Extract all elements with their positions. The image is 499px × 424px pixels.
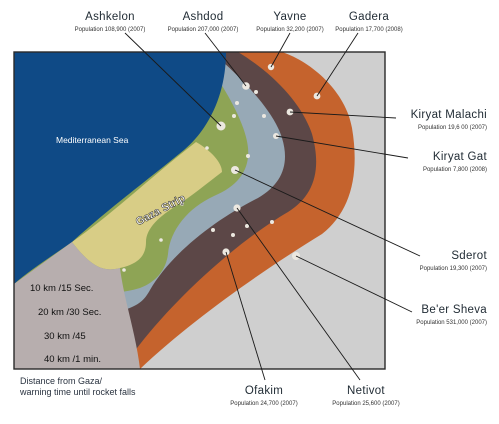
legend-line-1: Distance from Gaza/ xyxy=(20,376,103,386)
city-name: Kiryat Malachi xyxy=(410,109,487,121)
gaza-strip xyxy=(72,142,222,270)
city-population: Population 24,700 (2007) xyxy=(230,400,298,407)
ofakim-leader xyxy=(225,251,266,381)
city-name: Ashkelon xyxy=(85,11,135,23)
kiryat-gat-leader xyxy=(275,135,409,159)
town-dot xyxy=(122,268,126,272)
city-population: Population 17,700 (2008) xyxy=(335,26,403,33)
town-dot xyxy=(231,233,235,237)
city-label-netivot: Netivot Population 25,600 (2007) xyxy=(332,385,400,407)
town-dot xyxy=(180,202,184,206)
sea-label: Mediterranean Sea xyxy=(56,135,129,145)
legend-line-2: warning time until rocket falls xyxy=(20,387,136,398)
band-label-40km: 40 km /1 min. xyxy=(44,354,102,365)
band-label-20km: 20 km /30 Sec. xyxy=(38,307,102,318)
beer-sheva-leader xyxy=(295,255,413,313)
city-name: Ofakim xyxy=(244,385,284,397)
sderot-leader xyxy=(234,169,421,257)
city-name: Gadera xyxy=(348,11,390,23)
city-population: Population 19,300 (2007) xyxy=(419,265,487,272)
kiryat-malachi-leader xyxy=(289,111,397,119)
town-dot xyxy=(246,154,250,158)
map-frame xyxy=(13,51,386,370)
town-dot xyxy=(262,114,266,118)
town-dot xyxy=(270,220,274,224)
mediterranean-sea xyxy=(14,52,226,284)
city-label-ashkelon: Ashkelon Population 108,900 (2007) xyxy=(74,11,146,33)
distance-legend-caption: Distance from Gaza/ warning time until r… xyxy=(20,376,136,399)
band-label-10km: 10 km /15 Sec. xyxy=(30,283,94,294)
city-population: Population 7,800 (2008) xyxy=(422,166,487,173)
city-population: Population 531,000 (2007) xyxy=(416,319,487,326)
city-label-gadera: Gadera Population 17,700 (2008) xyxy=(335,11,403,33)
ashkelon-leader xyxy=(124,32,222,127)
town-dot xyxy=(235,101,239,105)
city-population: Population 32,200 (2007) xyxy=(256,26,324,33)
city-population: Population 108,900 (2007) xyxy=(74,26,146,33)
leader-lines xyxy=(124,32,421,381)
city-name: Netivot xyxy=(347,385,385,397)
yavne-leader xyxy=(270,32,291,68)
city-label-kiryat-gat: Kiryat Gat Population 7,800 (2008) xyxy=(422,151,487,173)
town-dot xyxy=(159,238,163,242)
gadera-leader xyxy=(316,32,359,97)
city-label-ashdod: Ashdod Population 207,000 (2007) xyxy=(167,11,239,33)
town-dot xyxy=(254,90,258,94)
city-label-kiryat-malachi: Kiryat Malachi Population 19,6 00 (2007) xyxy=(410,109,487,131)
city-label-beer-sheva: Be'er Sheva Population 531,000 (2007) xyxy=(416,304,487,326)
city-population: Population 25,600 (2007) xyxy=(332,400,400,407)
city-label-ofakim: Ofakim Population 24,700 (2007) xyxy=(230,385,298,407)
ashdod-leader xyxy=(204,32,247,87)
city-population: Population 19,6 00 (2007) xyxy=(417,124,487,131)
town-dot xyxy=(232,114,236,118)
city-label-sderot: Sderot Population 19,300 (2007) xyxy=(419,250,487,272)
netivot-leader xyxy=(236,207,361,381)
city-name: Kiryat Gat xyxy=(432,151,487,163)
city-name: Be'er Sheva xyxy=(421,304,487,316)
town-dot xyxy=(211,228,215,232)
city-name: Sderot xyxy=(451,250,487,262)
town-dot xyxy=(245,224,249,228)
city-name: Ashdod xyxy=(182,11,224,23)
town-dot xyxy=(205,146,209,150)
band-label-30km: 30 km /45 xyxy=(44,331,86,342)
city-label-yavne: Yavne Population 32,200 (2007) xyxy=(256,11,324,33)
city-name: Yavne xyxy=(273,11,307,23)
distance-legend-area xyxy=(14,242,140,369)
city-population: Population 207,000 (2007) xyxy=(167,26,239,33)
